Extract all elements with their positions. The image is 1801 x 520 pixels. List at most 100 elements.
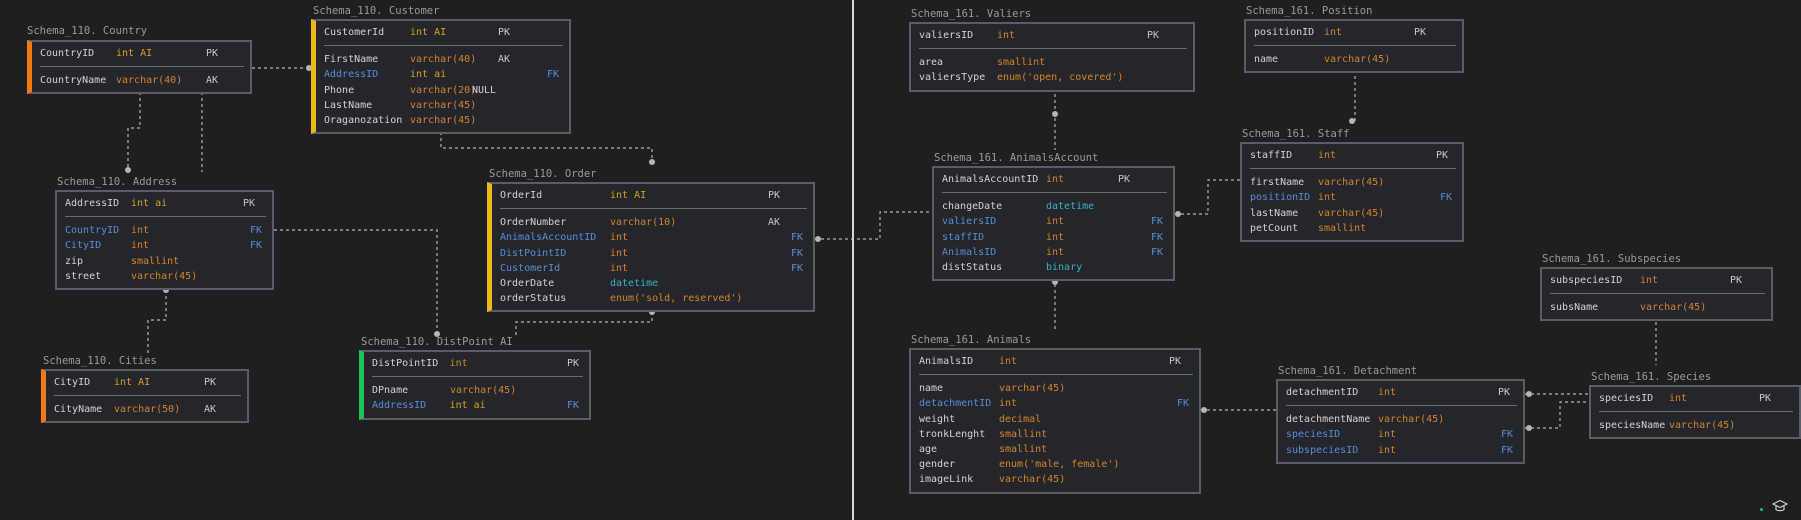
column-type: varchar(45) bbox=[410, 99, 477, 111]
column-name: AddressID bbox=[372, 400, 427, 412]
column-type: int bbox=[1378, 387, 1397, 398]
graduation-cap-icon[interactable] bbox=[1772, 498, 1788, 514]
key-flag: PK bbox=[1759, 393, 1772, 404]
column-name: speciesID bbox=[1599, 393, 1654, 404]
table-name: Subspecies bbox=[1611, 253, 1682, 265]
column-type: smallint bbox=[131, 255, 180, 267]
schema-name: Schema_110 bbox=[27, 25, 91, 37]
column-name: FirstName bbox=[324, 54, 379, 66]
table-caption-country: Schema_110. Country bbox=[27, 25, 148, 37]
column-name: CustomerId bbox=[500, 262, 561, 274]
column-name: CustomerId bbox=[324, 27, 385, 38]
relation-line-country-address-1 bbox=[127, 92, 141, 170]
key-flag: FK bbox=[790, 262, 803, 274]
key-flag bbox=[1163, 260, 1167, 275]
column-name: positionID bbox=[1250, 192, 1311, 204]
column-type: varchar(40) bbox=[410, 54, 477, 66]
schema-name: Schema_161 bbox=[1278, 365, 1342, 377]
column-name: valiersID bbox=[919, 30, 974, 41]
table-name: Detachment bbox=[1347, 365, 1418, 377]
key-flag: FK bbox=[1150, 216, 1163, 228]
table-separator bbox=[65, 216, 266, 218]
key-flag bbox=[579, 383, 583, 398]
column-name: lastName bbox=[1250, 207, 1299, 219]
column-type: int bbox=[610, 247, 629, 259]
table-separator bbox=[1550, 293, 1765, 295]
relation-endpoint-customer-order bbox=[649, 159, 655, 165]
